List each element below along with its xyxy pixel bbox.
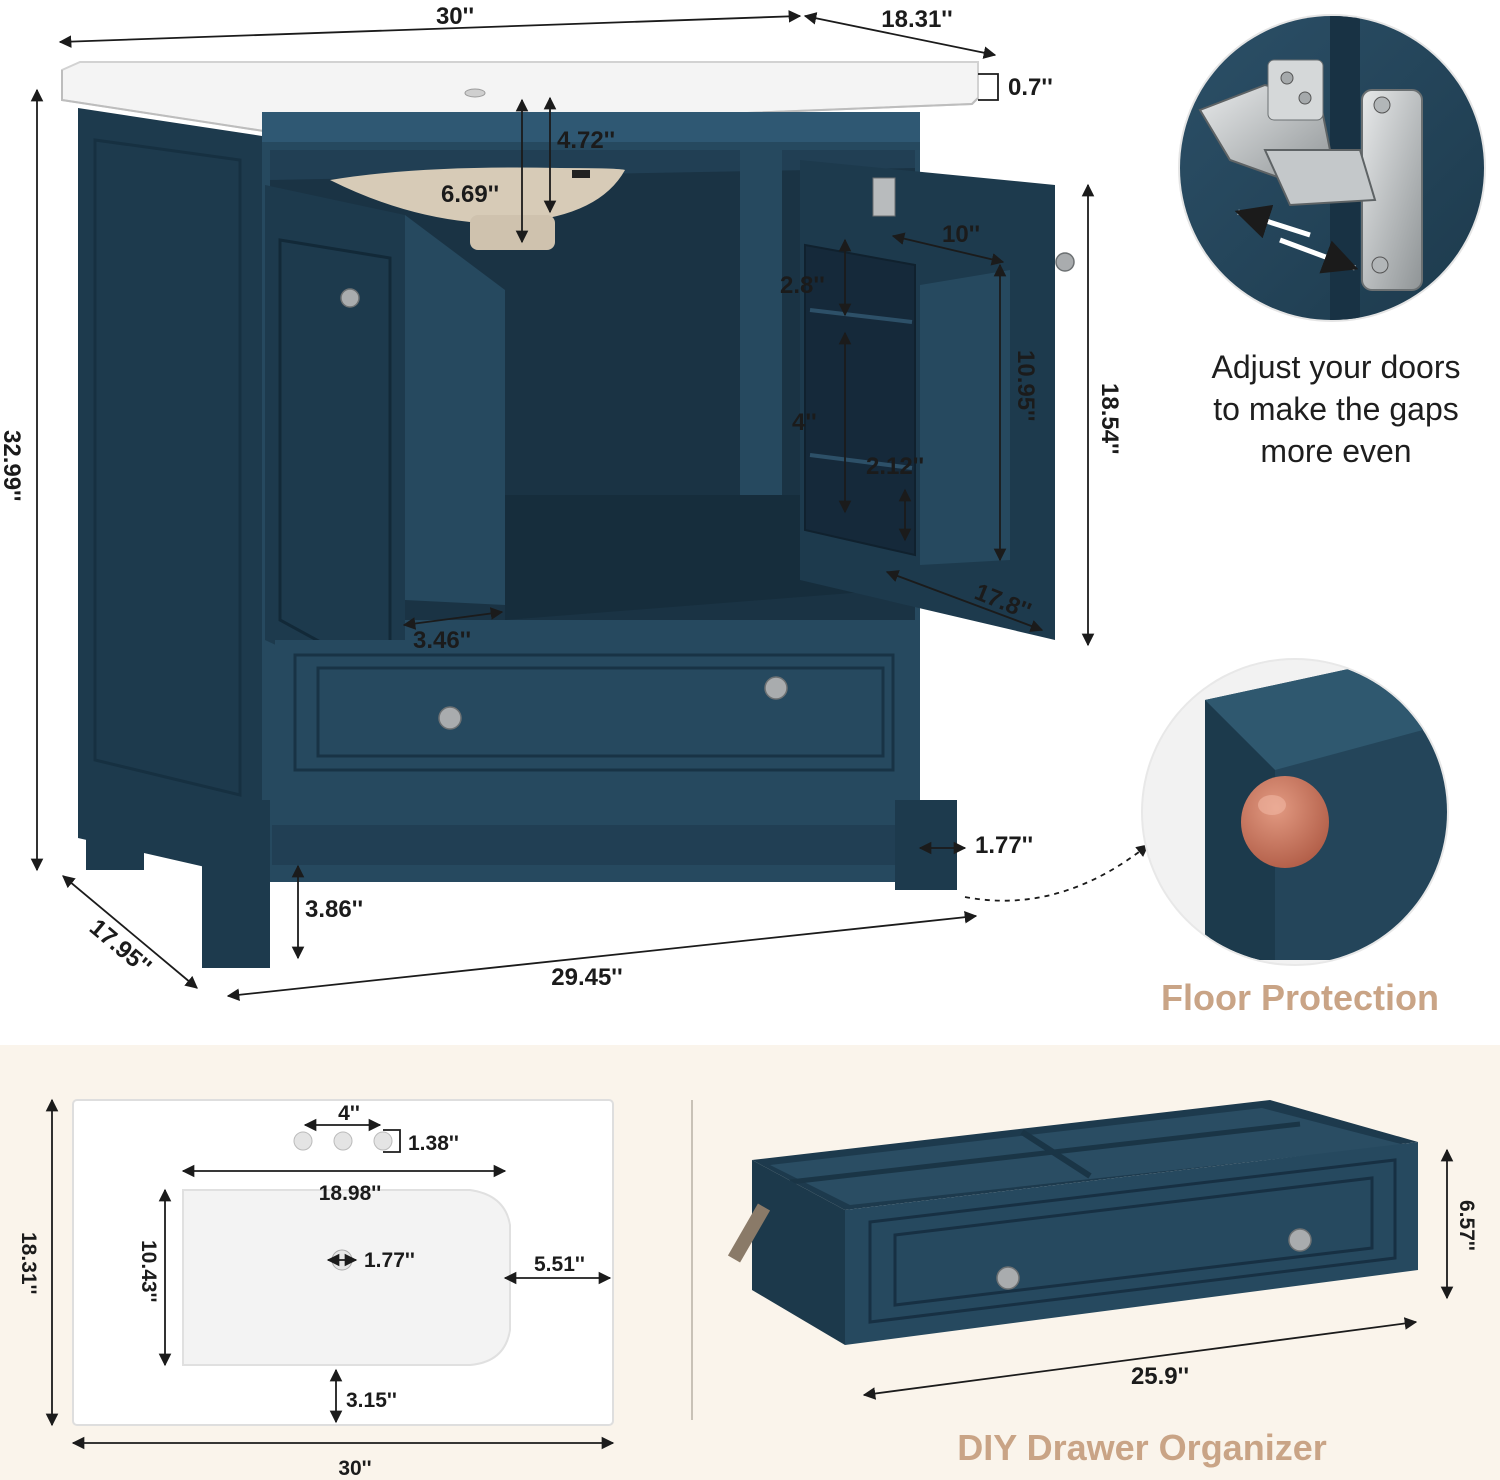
dim-left-pocket: 3.46'' [413, 627, 471, 654]
dim-drawer-width: 25.9'' [1131, 1363, 1189, 1390]
drawer-knob-left[interactable] [438, 706, 462, 730]
dim-side-margin: 5.51'' [534, 1253, 585, 1276]
door-hinge [872, 177, 896, 217]
front-leg-right [895, 800, 957, 890]
cabinet-side [78, 108, 262, 880]
callout-pointer [964, 844, 1149, 902]
dim-door-inner-height: 10.95'' [1012, 350, 1039, 421]
dim-shelf-width: 10'' [942, 221, 980, 248]
dim-basin-length: 10.43'' [137, 1240, 160, 1303]
dim-shelf-depth: 2.12'' [866, 453, 924, 480]
dim-depth-top: 18.31'' [881, 6, 952, 33]
dim-basin-depth: 4.72'' [557, 127, 615, 154]
dim-sink-depth: 18.31'' [17, 1232, 40, 1295]
vanity-illustration [61, 61, 1075, 968]
organizer-knob-right[interactable] [1288, 1228, 1312, 1252]
floor-protection-callout: Floor Protection [1141, 658, 1449, 1018]
dim-basin-bowl: 6.69'' [441, 181, 499, 208]
drawer-front [275, 640, 913, 785]
drawer-dimensions: 6.57'' 25.9'' DIY Drawer Organizer [862, 1148, 1478, 1468]
floor-pad-icon [1241, 776, 1329, 868]
dim-drawer-height: 6.57'' [1455, 1200, 1478, 1251]
dim-floor-clearance: 3.86'' [305, 896, 363, 923]
dim-top-thickness: 0.7'' [1008, 74, 1053, 101]
dim-hole-diameter: 1.38'' [408, 1132, 459, 1155]
dim-cabinet-height: 18.54'' [1096, 383, 1123, 454]
door-knob-left[interactable] [340, 288, 360, 308]
dim-faucet-spread: 4'' [338, 1102, 360, 1125]
adjust-arrows-icon [1234, 204, 1359, 274]
basin-outline [182, 1189, 511, 1366]
floor-protection-label: Floor Protection [1161, 977, 1439, 1018]
hinge-callout: Adjust your doors to make the gaps more … [1178, 14, 1486, 469]
dim-width: 30'' [436, 3, 474, 30]
front-leg-left [202, 800, 270, 968]
sink-top-dimensions: 4'' 1.38'' 18.98'' 1.77'' 10.43'' 5.51''… [17, 1098, 615, 1480]
dim-front-margin: 3.15'' [346, 1389, 397, 1412]
dim-shelf-gap-top: 2.8'' [780, 272, 825, 299]
hinge-caption-line-3: more even [1260, 433, 1411, 469]
dim-leg-width: 1.77'' [975, 832, 1033, 859]
hinge-caption-line-1: Adjust your doors [1211, 349, 1460, 385]
dim-sink-width: 30'' [338, 1457, 371, 1480]
dim-base-width: 29.45'' [551, 964, 622, 991]
dim-drain: 1.77'' [364, 1249, 415, 1272]
drawer-organizer-label: DIY Drawer Organizer [957, 1427, 1326, 1468]
door-knob-right[interactable] [1055, 252, 1075, 272]
hinge-caption-line-2: to make the gaps [1213, 391, 1458, 427]
faucet-hole [464, 88, 486, 98]
hinge-icon [1198, 59, 1423, 291]
organizer-knob-left[interactable] [996, 1266, 1020, 1290]
dim-overall-height: 32.99'' [0, 430, 25, 501]
left-door [265, 185, 405, 705]
dim-shelf-gap-mid: 4'' [792, 409, 817, 436]
dim-basin-width: 18.98'' [319, 1182, 382, 1205]
drawer-knob-right[interactable] [764, 676, 788, 700]
main-dimensions: 30'' 18.31'' 0.7'' 4.72'' 6.69'' 10'' 2.… [0, 3, 1149, 1002]
drawer-organizer [727, 1100, 1418, 1345]
